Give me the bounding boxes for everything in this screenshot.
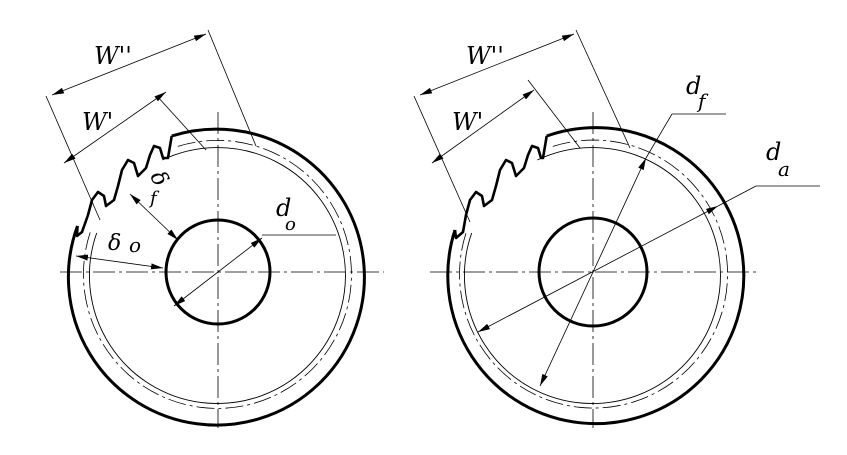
right-d-a-subscript: a	[778, 157, 790, 181]
left-gear-view: W'' W' δ f δ o d o	[45, 29, 384, 428]
right-root-circle	[464, 147, 721, 404]
left-delta-f-subscript: f	[148, 188, 160, 209]
left-w-prime-label: W'	[82, 108, 113, 136]
right-w-extension-3	[575, 29, 631, 149]
left-outer-rim	[66, 127, 366, 427]
right-d-f-symbol: d	[686, 72, 701, 100]
left-delta-f-symbol: δ	[145, 167, 173, 191]
left-d-o-symbol: d	[276, 194, 291, 222]
right-w-extension-2	[527, 79, 581, 149]
right-outer-rim	[446, 126, 746, 426]
left-delta-o-subscript: o	[129, 233, 141, 257]
right-w-double-prime-dimension	[419, 33, 575, 96]
left-w-extension-3	[207, 29, 257, 147]
left-d-o-dimension	[173, 237, 263, 307]
left-w-double-prime-dimension	[51, 33, 207, 96]
left-d-o-subscript: o	[285, 214, 296, 235]
left-root-circle	[89, 147, 346, 404]
right-d-f-extension	[645, 113, 673, 159]
left-delta-o-symbol: δ	[108, 231, 121, 256]
left-bore-circle	[164, 218, 272, 326]
left-w-double-prime-label: W''	[94, 42, 132, 70]
left-delta-f-dimension	[129, 193, 179, 241]
right-w-double-prime-label: W''	[466, 42, 504, 70]
left-pitch-circle	[83, 140, 352, 409]
right-d-a-extension	[717, 185, 757, 207]
right-d-a-dimension	[477, 205, 719, 333]
right-d-f-subscript: f	[696, 89, 709, 113]
left-w-prime-dimension	[63, 91, 167, 164]
left-delta-o-dimension	[75, 254, 164, 270]
right-d-a-symbol: d	[766, 138, 781, 166]
left-w-extension-2	[156, 95, 207, 151]
right-thread-profile	[453, 135, 548, 240]
right-w-prime-label: W'	[452, 108, 483, 136]
right-w-prime-dimension	[431, 89, 535, 164]
right-gear-view: W'' W' d f d a	[413, 29, 820, 428]
right-pitch-circle	[459, 139, 728, 409]
